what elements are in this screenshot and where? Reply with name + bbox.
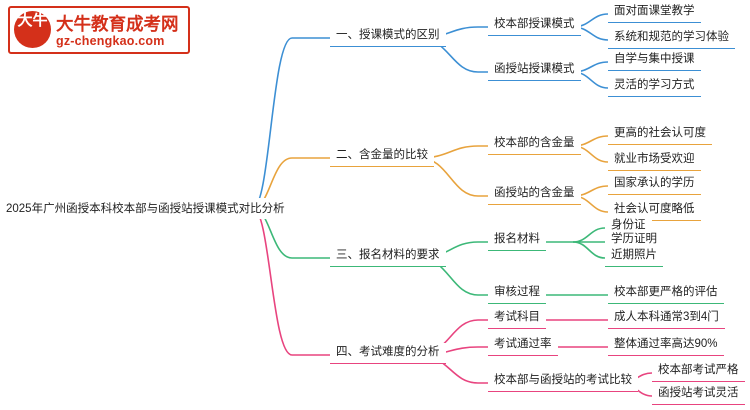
branch-4-label[interactable]: 四、考试难度的分析: [330, 343, 446, 365]
branch-3-child-1-leaf-3[interactable]: 近期照片: [605, 246, 663, 268]
branch-2-child-2-label[interactable]: 函授站的含金量: [488, 184, 581, 206]
logo-title: 大牛教育成考网: [56, 14, 179, 34]
branch-4-child-3-leaf-2[interactable]: 函授站考试灵活: [652, 384, 745, 406]
branch-2-child-1-label[interactable]: 校本部的含金量: [488, 134, 581, 156]
branch-2-child-1-leaf-1[interactable]: 更高的社会认可度: [608, 124, 712, 146]
branch-1-child-2-leaf-2[interactable]: 灵活的学习方式: [608, 76, 701, 98]
branch-1-child-1-leaf-2[interactable]: 系统和规范的学习体验: [608, 28, 735, 50]
branch-1-child-1-label[interactable]: 校本部授课模式: [488, 15, 581, 37]
mindmap-root[interactable]: 2025年广州函授本科校本部与函授站授课模式对比分析: [4, 198, 287, 219]
branch-4-child-3-leaf-1[interactable]: 校本部考试严格: [652, 361, 745, 383]
branch-3-child-1-label[interactable]: 报名材料: [488, 230, 546, 252]
site-logo: 大牛 大牛教育成考网 gz-chengkao.com: [8, 6, 190, 54]
branch-4-child-2-leaf-1[interactable]: 整体通过率高达90%: [608, 335, 724, 357]
branch-4-child-1-label[interactable]: 考试科目: [488, 308, 546, 330]
branch-1-child-1-leaf-1[interactable]: 面对面课堂教学: [608, 2, 701, 24]
branch-4-child-3-label[interactable]: 校本部与函授站的考试比较: [488, 371, 638, 393]
branch-2-child-1-leaf-2[interactable]: 就业市场受欢迎: [608, 150, 701, 172]
branch-1-label[interactable]: 一、授课模式的区别: [330, 26, 446, 48]
branch-2-child-2-leaf-2[interactable]: 社会认可度略低: [608, 200, 701, 222]
branch-2-label[interactable]: 二、含金量的比较: [330, 146, 434, 168]
branch-1-child-2-leaf-1[interactable]: 自学与集中授课: [608, 50, 701, 72]
branch-4-child-1-leaf-1[interactable]: 成人本科通常3到4门: [608, 308, 725, 330]
logo-mark: 大牛: [14, 11, 51, 48]
branch-4-child-2-label[interactable]: 考试通过率: [488, 335, 558, 357]
branch-1-child-2-label[interactable]: 函授站授课模式: [488, 60, 581, 82]
branch-2-child-2-leaf-1[interactable]: 国家承认的学历: [608, 174, 701, 196]
branch-3-child-2-label[interactable]: 审核过程: [488, 283, 546, 305]
logo-subtitle: gz-chengkao.com: [56, 34, 165, 48]
branch-3-child-2-leaf-1[interactable]: 校本部更严格的评估: [608, 283, 724, 305]
branch-3-label[interactable]: 三、报名材料的要求: [330, 246, 446, 268]
